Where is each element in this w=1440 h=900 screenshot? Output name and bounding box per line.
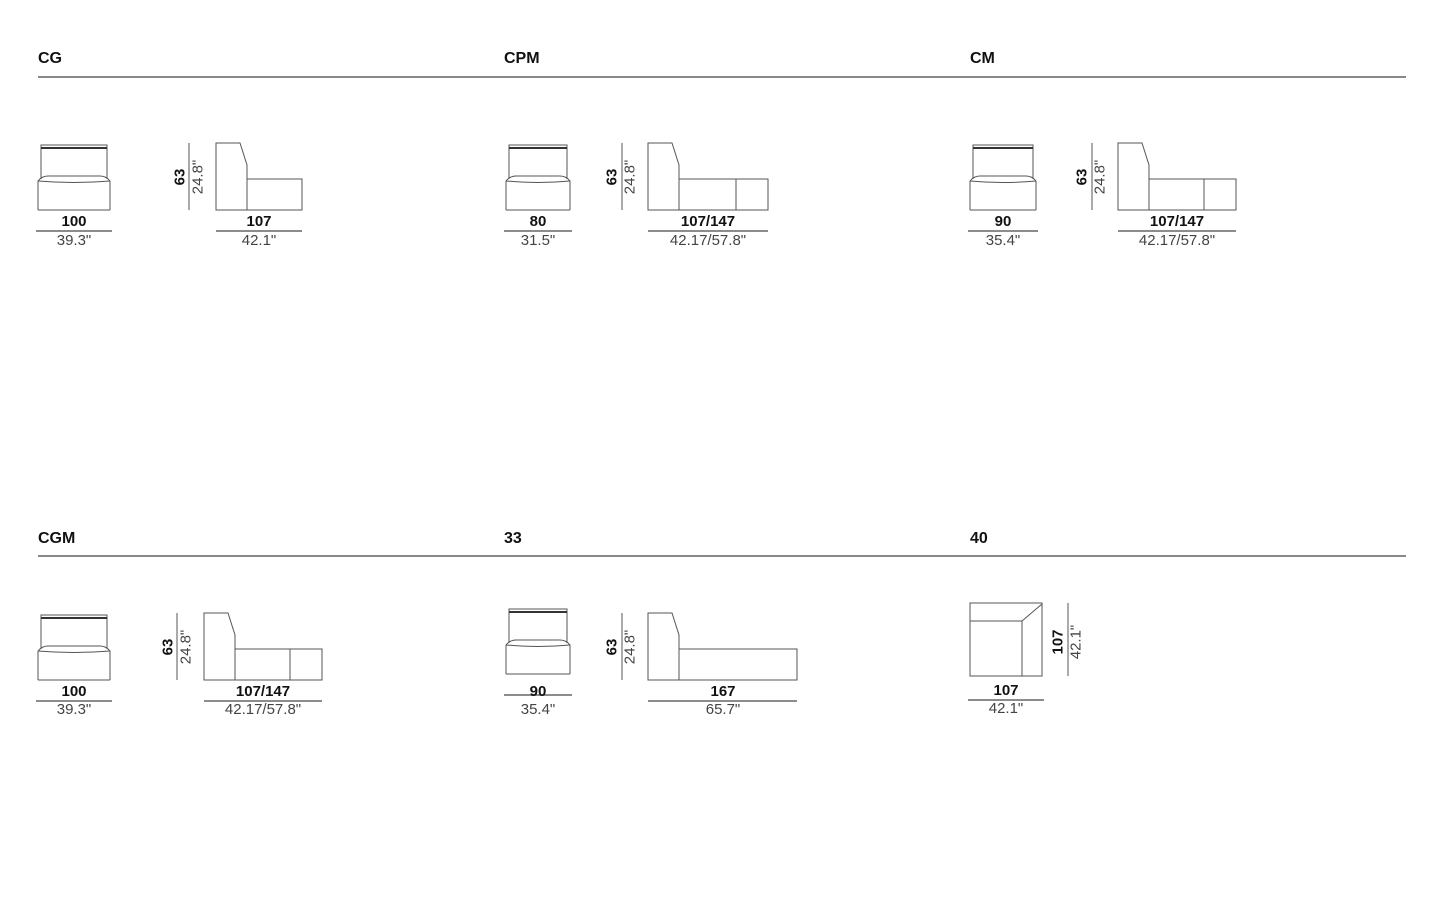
width-in: 31.5" [520, 232, 556, 249]
front-view-seat [969, 175, 1037, 210]
side-view-backrest [1117, 142, 1150, 211]
height-cm: 63 [171, 168, 189, 186]
side-view-backrest [647, 142, 680, 211]
corner-top-view-seat [970, 603, 1043, 676]
height-in: 24.8" [621, 159, 639, 195]
depth-in: 42.1" [1067, 624, 1085, 660]
height-in: 24.8" [189, 159, 207, 195]
width-in: 35.4" [985, 232, 1021, 249]
front-view-seat-cushion [969, 180, 1037, 183]
depth-in: 42.17/57.8" [224, 701, 302, 718]
side-view-seat [235, 648, 323, 681]
front-view-seat [37, 175, 111, 210]
depth-cm: 107 [1049, 629, 1067, 655]
depth-cm: 107/147 [235, 683, 291, 700]
depth-in: 42.17/57.8" [669, 232, 747, 249]
front-view-seat-cushion [37, 650, 111, 653]
front-view-seat [505, 175, 571, 210]
front-view-backrest [40, 144, 108, 179]
front-view-seat-cushion [37, 180, 111, 183]
module-title-cgm: CGM [38, 530, 76, 547]
depth-cm: 107 [246, 213, 272, 230]
height-cm: 63 [603, 638, 621, 656]
depth-in: 42.1" [241, 232, 277, 249]
front-view-backrest [40, 614, 108, 649]
side-view-seat [247, 178, 303, 211]
height-cm: 63 [159, 638, 177, 656]
front-view-seat [505, 639, 571, 674]
width-in: 42.1" [988, 700, 1024, 717]
height-in: 24.8" [177, 629, 195, 665]
side-view-seat [679, 648, 798, 681]
depth-cm: 107/147 [1149, 213, 1205, 230]
width-cm: 107 [993, 682, 1019, 699]
height-cm: 63 [603, 168, 621, 186]
module-title-33: 33 [504, 530, 522, 547]
front-view-seat-cushion [505, 180, 571, 183]
depth-in: 65.7" [705, 701, 741, 718]
module-title-cpm: CPM [504, 50, 540, 67]
front-view-seat [37, 645, 111, 680]
side-view-seat [1149, 178, 1237, 211]
width-cm: 80 [529, 213, 547, 230]
width-in: 39.3" [56, 701, 92, 718]
width-in: 39.3" [56, 232, 92, 249]
width-cm: 90 [529, 683, 547, 700]
depth-cm: 107/147 [680, 213, 736, 230]
module-title-cm: CM [970, 50, 995, 67]
height-cm: 63 [1073, 168, 1091, 186]
module-title-cg: CG [38, 50, 62, 67]
front-view-backrest [508, 608, 568, 643]
height-in: 24.8" [621, 629, 639, 665]
width-cm: 100 [61, 213, 87, 230]
height-in: 24.8" [1091, 159, 1109, 195]
width-cm: 90 [994, 213, 1012, 230]
depth-cm: 167 [710, 683, 736, 700]
front-view-seat-cushion [505, 644, 571, 647]
width-in: 35.4" [520, 701, 556, 718]
module-title-40: 40 [970, 530, 988, 547]
front-view-backrest [508, 144, 568, 179]
side-view-backrest [203, 612, 236, 681]
width-cm: 100 [61, 683, 87, 700]
depth-in: 42.17/57.8" [1138, 232, 1216, 249]
corner-top-view-outline [969, 602, 1043, 677]
front-view-backrest [972, 144, 1034, 179]
side-view-backrest [647, 612, 680, 681]
side-view-seat [679, 178, 769, 211]
side-view-backrest [215, 142, 248, 211]
